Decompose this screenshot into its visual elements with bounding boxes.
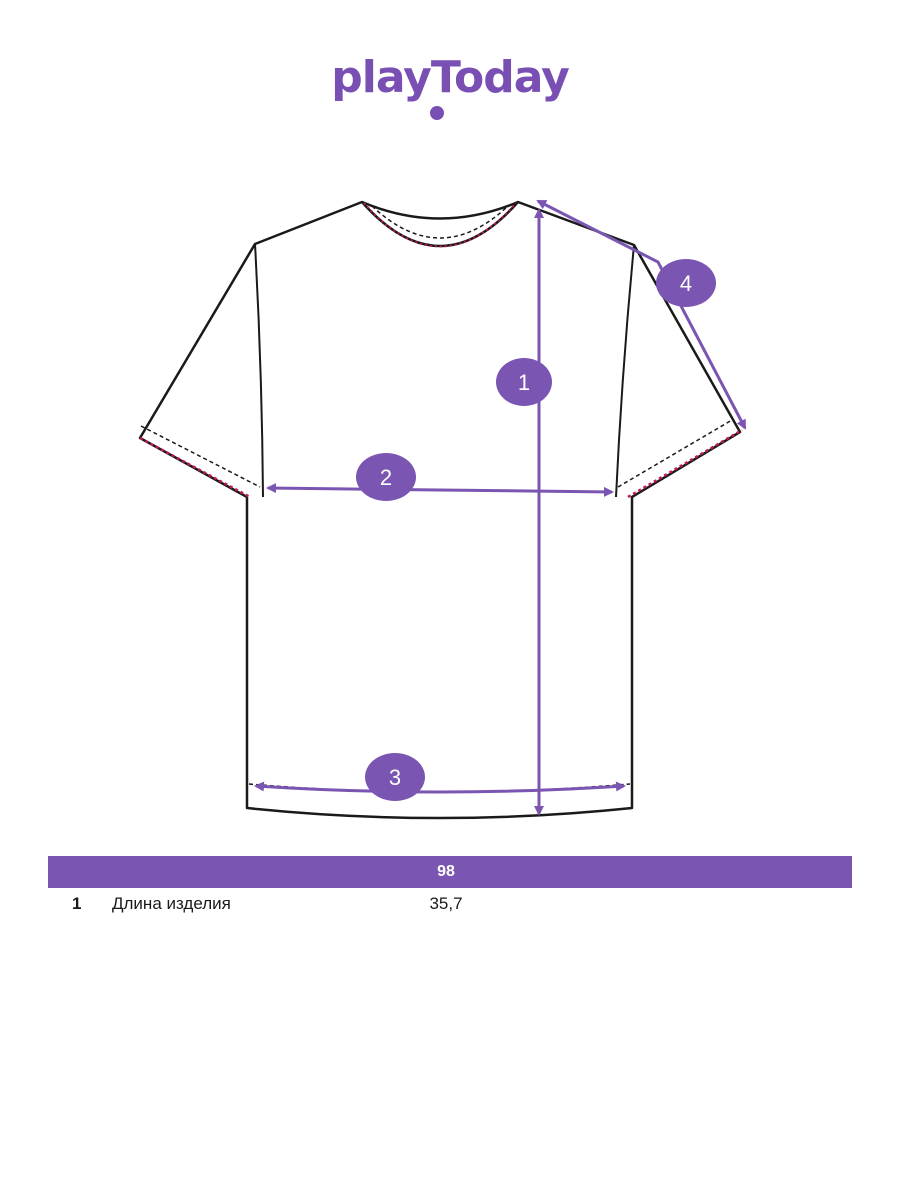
- svg-text:4: 4: [680, 271, 692, 296]
- row-number: 1: [72, 894, 82, 913]
- measure-4-arrow: [536, 199, 747, 430]
- tshirt-outline: [138, 200, 742, 820]
- right-sleeve-hem: [617, 419, 733, 488]
- size-header: 98: [437, 863, 455, 880]
- brand-logo: playToday: [331, 52, 570, 103]
- collar-trim: [363, 202, 517, 248]
- table-row: 1 Длина изделия 35,7: [48, 888, 852, 919]
- left-sleeve-hem: [140, 425, 261, 488]
- svg-text:2: 2: [380, 465, 392, 490]
- svg-text:1: 1: [518, 370, 530, 395]
- svg-text:3: 3: [389, 765, 401, 790]
- left-armhole-seam: [254, 243, 264, 498]
- measure-3-arrow: [254, 781, 626, 794]
- left-sleeve-trim: [139, 436, 251, 499]
- row-label: Длина изделия: [112, 894, 231, 913]
- logo-dot: [430, 106, 444, 120]
- badge-3: 3: [365, 753, 425, 801]
- row-value: 35,7: [429, 894, 463, 913]
- measure-2-arrow: [266, 483, 614, 497]
- badge-1: 1: [496, 358, 552, 406]
- badge-2: 2: [356, 453, 416, 501]
- right-sleeve-trim: [627, 428, 743, 499]
- size-table-header: 98: [48, 856, 852, 888]
- size-table: 98 1 Длина изделия 35,7: [48, 856, 852, 919]
- badge-4: 4: [656, 259, 716, 307]
